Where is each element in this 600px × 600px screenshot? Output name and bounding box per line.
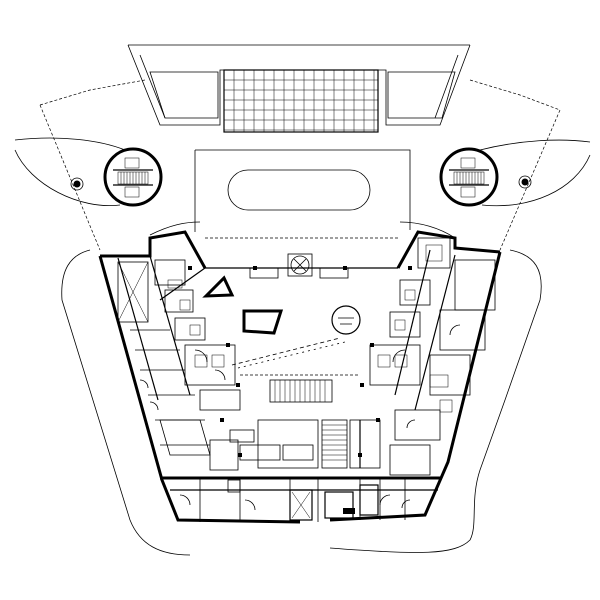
stair-tower-left [70,147,163,207]
column [408,266,412,270]
core-stairs-elevators [209,419,381,471]
column [360,383,364,387]
column [236,383,240,387]
column [226,343,230,347]
bottom-band-rooms [170,478,438,522]
building-outline [98,230,502,524]
column [188,266,192,270]
structural-columns [188,266,412,457]
paved-areas [149,71,456,119]
drop-off-island [227,169,371,211]
site-outline [14,44,591,556]
column [376,418,380,422]
column [238,453,242,457]
column [220,418,224,422]
entrance-canopy-grid [223,69,379,133]
column [343,266,347,270]
column [358,453,362,457]
stair-tower-right [439,147,532,207]
column [370,343,374,347]
right-wing-rooms [369,237,496,476]
column [253,266,257,270]
atrium [202,253,361,443]
